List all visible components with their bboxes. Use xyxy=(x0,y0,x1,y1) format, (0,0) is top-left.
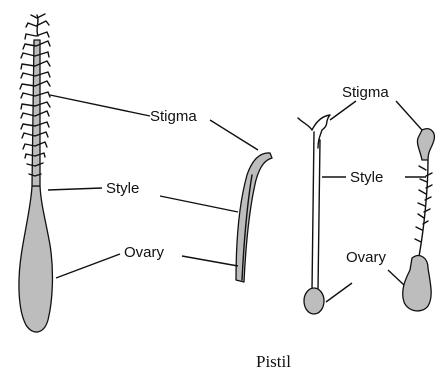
pistil-2-body xyxy=(236,153,272,282)
pistil-4-stigma xyxy=(417,129,434,160)
label-style-left: Style xyxy=(106,180,139,197)
label-stigma-right: Stigma xyxy=(342,84,389,101)
figure-caption: Pistil xyxy=(256,352,291,371)
pistil-feathery xyxy=(19,14,53,332)
pistil-curved xyxy=(236,153,272,282)
pistil-3-ovary xyxy=(304,288,324,314)
label-style-right: Style xyxy=(350,169,383,186)
label-stigma-left: Stigma xyxy=(150,108,197,125)
pistil-slender xyxy=(298,115,330,314)
label-ovary-left: Ovary xyxy=(124,244,165,261)
pistil-hairy xyxy=(403,129,435,311)
pistil-3-style xyxy=(312,132,320,290)
pistil-1-ovary xyxy=(19,186,53,332)
pistil-4-ovary xyxy=(403,256,431,311)
label-ovary-right: Ovary xyxy=(346,249,387,266)
